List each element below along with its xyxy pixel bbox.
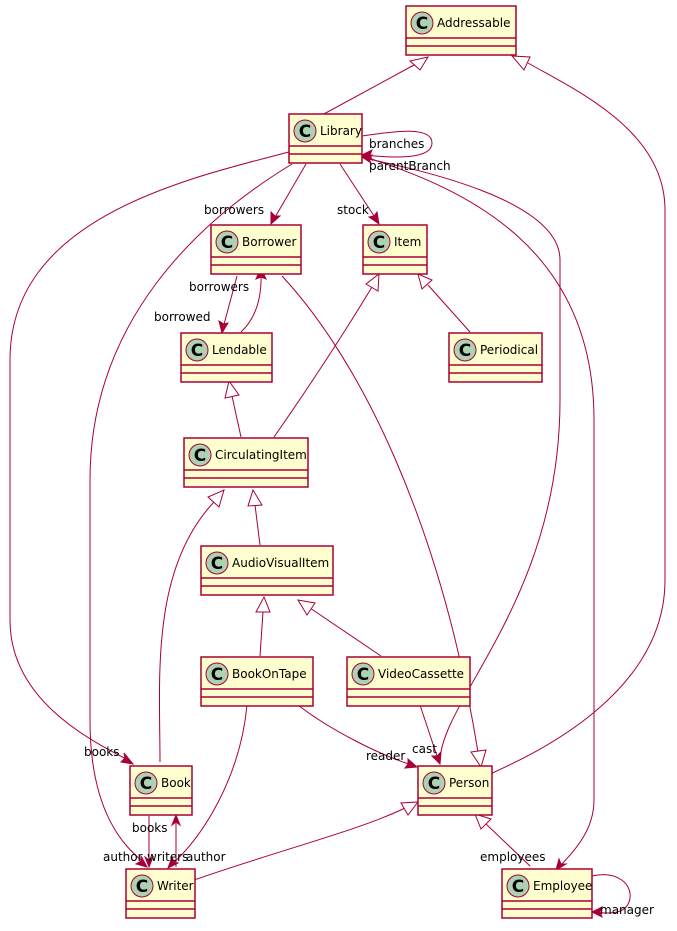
class-book[interactable]: C Book bbox=[129, 765, 193, 816]
class-icon-letter: C bbox=[191, 341, 203, 361]
class-library[interactable]: C Library bbox=[288, 113, 363, 164]
edge-borrower-lendable bbox=[218, 275, 238, 335]
class-addressable[interactable]: C Addressable bbox=[405, 5, 517, 56]
class-icon-letter: C bbox=[459, 341, 471, 361]
edge-circulatingitem-extends-lendable bbox=[224, 379, 242, 438]
edge-bookontape-person-reader bbox=[297, 704, 419, 769]
class-name: Borrower bbox=[242, 235, 297, 249]
class-icon bbox=[188, 443, 212, 467]
label-stock: stock bbox=[337, 203, 369, 217]
edge-writer-book-books bbox=[170, 813, 182, 867]
edge-bookontape-extends-audiovisual bbox=[255, 595, 271, 657]
edge-periodical-extends-item bbox=[417, 273, 471, 333]
edge-library-writer bbox=[89, 163, 293, 868]
class-icon-letter: C bbox=[512, 877, 524, 897]
class-icon bbox=[293, 119, 317, 143]
class-name: Library bbox=[320, 124, 362, 138]
edges bbox=[9, 55, 666, 919]
class-icon bbox=[134, 771, 158, 795]
class-icon bbox=[205, 551, 229, 575]
class-audiovisualitem[interactable]: C AudioVisualItem bbox=[200, 545, 334, 596]
class-icon-letter: C bbox=[194, 446, 206, 466]
class-icon-letter: C bbox=[299, 122, 311, 142]
edge-library-employee bbox=[361, 155, 595, 872]
edge-videocassette-person-cast bbox=[419, 704, 442, 766]
class-icon-letter: C bbox=[211, 665, 223, 685]
edge-circulatingitem-extends-item bbox=[273, 272, 380, 438]
class-lendable[interactable]: C Lendable bbox=[180, 332, 273, 383]
class-item[interactable]: C Item bbox=[362, 224, 428, 275]
class-icon-letter: C bbox=[373, 233, 385, 253]
edge-library-borrowers bbox=[270, 163, 307, 226]
label-books-writer: books bbox=[132, 821, 168, 835]
label-reader: reader bbox=[366, 749, 405, 763]
label-borrowers-library: borrowers bbox=[204, 203, 264, 217]
edge-employee-self-manager bbox=[590, 874, 631, 919]
class-icon-letter: C bbox=[211, 554, 223, 574]
class-name: Addressable bbox=[437, 16, 510, 30]
class-icon-letter: C bbox=[136, 877, 148, 897]
class-name: VideoCassette bbox=[378, 667, 464, 681]
label-parentbranch: parentBranch bbox=[369, 159, 451, 173]
edge-writer-extends-person bbox=[193, 801, 420, 881]
label-employees: employees bbox=[480, 850, 545, 864]
class-icon-letter: C bbox=[416, 14, 428, 34]
edge-employee-extends-person bbox=[474, 813, 531, 867]
class-icon-letter: C bbox=[221, 233, 233, 253]
class-writer[interactable]: C Writer bbox=[125, 868, 196, 919]
class-name: Lendable bbox=[212, 343, 267, 357]
edge-bookontape-writer-author bbox=[167, 704, 248, 870]
class-icon-letter: C bbox=[428, 774, 440, 794]
class-icon bbox=[215, 230, 239, 254]
class-name: Employee bbox=[533, 879, 592, 893]
class-name: Writer bbox=[157, 879, 194, 893]
class-icon bbox=[367, 230, 391, 254]
label-cast: cast bbox=[412, 742, 437, 756]
class-videocassette[interactable]: C VideoCassette bbox=[346, 656, 471, 707]
edge-videocassette-extends-audiovisual bbox=[297, 599, 382, 657]
class-name: Item bbox=[394, 235, 421, 249]
label-borrowers-borrower: borrowers bbox=[189, 280, 249, 294]
class-icon bbox=[130, 874, 154, 898]
class-icon-letter: C bbox=[140, 774, 152, 794]
class-periodical[interactable]: C Periodical bbox=[448, 332, 543, 383]
class-icon bbox=[205, 662, 229, 686]
class-icon bbox=[506, 874, 530, 898]
label-branches: branches bbox=[369, 137, 424, 151]
class-icon bbox=[351, 662, 375, 686]
classes: C Addressable C Library C Borrower C Ite… bbox=[125, 5, 593, 919]
edge-book-writer-author bbox=[143, 816, 155, 869]
label-books-library: books bbox=[84, 745, 120, 759]
class-name: BookOnTape bbox=[232, 667, 307, 681]
class-icon bbox=[185, 338, 209, 362]
class-borrower[interactable]: C Borrower bbox=[210, 224, 302, 275]
class-icon bbox=[410, 11, 434, 35]
edge-library-books bbox=[9, 151, 290, 765]
class-name: Periodical bbox=[480, 343, 538, 357]
class-employee[interactable]: C Employee bbox=[501, 868, 593, 919]
edge-library-extends-addressable bbox=[321, 56, 430, 116]
class-bookontape[interactable]: C BookOnTape bbox=[200, 656, 314, 707]
label-borrowed: borrowed bbox=[154, 310, 211, 324]
edge-book-extends-circulating bbox=[158, 489, 225, 763]
edge-person-extends-addressable bbox=[485, 55, 666, 777]
class-icon-letter: C bbox=[357, 665, 369, 685]
class-name: Book bbox=[161, 776, 191, 790]
class-name: AudioVisualItem bbox=[232, 556, 329, 570]
class-icon bbox=[453, 338, 477, 362]
label-author-tape: author bbox=[186, 850, 226, 864]
edge-audiovisual-extends-circulating bbox=[247, 488, 263, 546]
class-icon bbox=[422, 771, 446, 795]
edge-library-stock bbox=[339, 163, 380, 226]
label-author-book: author bbox=[103, 850, 143, 864]
label-writers: writers bbox=[147, 850, 188, 864]
class-name: Person bbox=[449, 776, 489, 790]
class-person[interactable]: C Person bbox=[417, 765, 493, 816]
edge-lendable-borrower bbox=[240, 266, 267, 333]
class-name: CirculatingItem bbox=[215, 448, 307, 462]
label-manager: manager bbox=[600, 903, 654, 917]
class-circulatingitem[interactable]: C CirculatingItem bbox=[183, 437, 309, 488]
edge-labels: branches parentBranch borrowers stock bo… bbox=[84, 137, 654, 917]
